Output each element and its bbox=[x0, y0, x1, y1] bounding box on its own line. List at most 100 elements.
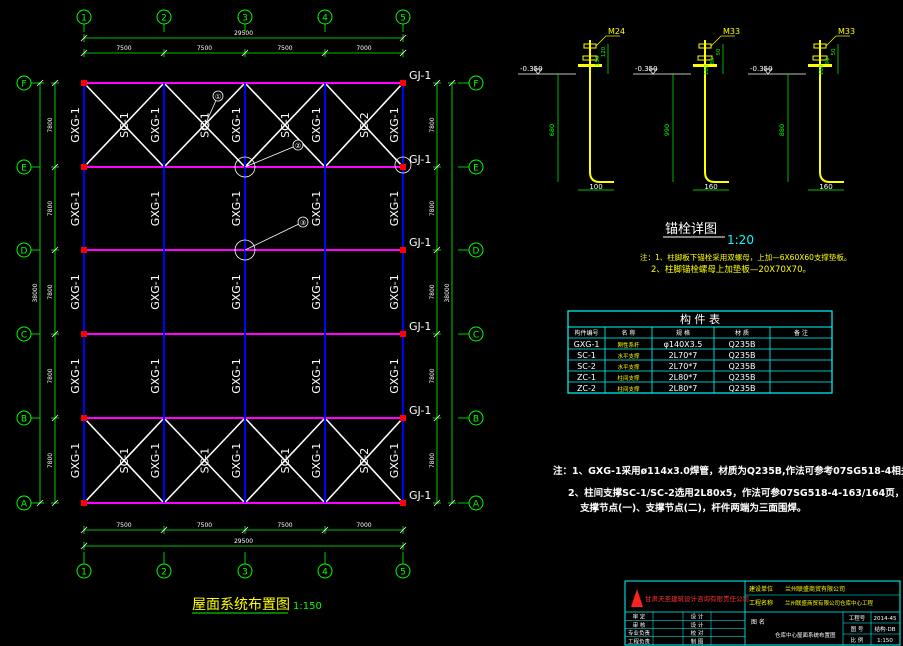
gxg-label: GXG-1 bbox=[310, 274, 323, 310]
table-cell: 柱间支撑 bbox=[617, 374, 640, 382]
bolt-size: M24 bbox=[608, 27, 625, 36]
grid-label-x: 1 bbox=[81, 568, 87, 578]
beam-node bbox=[81, 247, 87, 253]
gj-label: GJ-1 bbox=[409, 320, 431, 333]
brace-member bbox=[324, 82, 404, 168]
gxg-label: GXG-1 bbox=[69, 191, 82, 227]
callout-leader bbox=[244, 221, 304, 251]
meta-value: 结构-DB bbox=[875, 625, 896, 633]
gxg-label: GXG-1 bbox=[149, 107, 162, 143]
gj-label: GJ-1 bbox=[409, 489, 431, 502]
sc1-label: SC-1 bbox=[199, 448, 212, 474]
meta-label: 图 号 bbox=[851, 625, 864, 633]
dimension-text: 7000 bbox=[356, 45, 371, 52]
table-cell: Q235B bbox=[728, 373, 755, 382]
anchor-dim: 180 bbox=[704, 64, 710, 75]
grid-label-x: 5 bbox=[400, 568, 406, 578]
beam-node bbox=[400, 80, 406, 86]
hook-length: 160 bbox=[819, 183, 832, 191]
elevation-text: -0.350 bbox=[520, 65, 543, 73]
brace-member bbox=[324, 417, 404, 504]
gxg-label: GXG-1 bbox=[388, 358, 401, 394]
table-title: 构 件 表 bbox=[680, 312, 720, 326]
elevation-text: -0.350 bbox=[635, 65, 658, 73]
beam-node bbox=[400, 500, 406, 506]
gxg-label: GXG-1 bbox=[388, 191, 401, 227]
dimension-total-text: 38000 bbox=[444, 283, 451, 302]
anchor-depth: 680 bbox=[548, 124, 556, 136]
meta-label: 工程号 bbox=[849, 614, 866, 622]
client-name: 兰州联盛商贸有限公司 bbox=[785, 585, 845, 593]
table-cell: 2L80*7 bbox=[669, 373, 698, 382]
sign-label: 审 定 bbox=[633, 613, 646, 621]
anchor-title: 锚栓详图 bbox=[665, 222, 717, 237]
gxg-label: GXG-1 bbox=[310, 443, 323, 479]
beam-node bbox=[81, 80, 87, 86]
table-header: 名 称 bbox=[622, 329, 636, 337]
company-logo bbox=[631, 589, 643, 607]
grid-label-y: F bbox=[21, 80, 26, 90]
dimension-text: 7500 bbox=[116, 522, 131, 529]
dimension-text: 7800 bbox=[429, 368, 436, 383]
grid-label-y: B bbox=[21, 415, 27, 425]
grid-label-x: 1 bbox=[81, 14, 87, 24]
table-cell: SC-2 bbox=[577, 362, 596, 371]
gxg-label: GXG-1 bbox=[388, 107, 401, 143]
grid-label-x: 5 bbox=[400, 14, 406, 24]
meta-value: 2014-45 bbox=[874, 616, 897, 622]
callout-number: ② bbox=[295, 142, 301, 150]
dimension-text: 7500 bbox=[277, 45, 292, 52]
table-cell: φ140X3.5 bbox=[664, 340, 703, 349]
sc1-label: SC-1 bbox=[118, 448, 131, 474]
gxg-label: GXG-1 bbox=[69, 358, 82, 394]
anchor-note-2: 2、柱脚锚栓螺母上加垫板—20X70X70。 bbox=[651, 264, 811, 275]
table-cell: 柱间支撑 bbox=[617, 385, 640, 393]
callout-bubble bbox=[297, 216, 309, 228]
elevation-text: -0.350 bbox=[750, 65, 773, 73]
plan-scale: 1:150 bbox=[293, 601, 322, 612]
anchor-depth: 880 bbox=[778, 124, 786, 136]
dimension-text: 7500 bbox=[116, 45, 131, 52]
sign-label: 制 图 bbox=[691, 637, 704, 645]
gxg-label: GXG-1 bbox=[230, 358, 243, 394]
table-cell: 2L70*7 bbox=[669, 362, 698, 371]
gxg-label: GXG-1 bbox=[310, 191, 323, 227]
beam-node bbox=[400, 331, 406, 337]
table-header: 构件编号 bbox=[574, 329, 598, 337]
dimension-text: 7500 bbox=[197, 522, 212, 529]
brace-member bbox=[83, 417, 165, 504]
meta-label: 比 例 bbox=[851, 636, 864, 644]
note-line-2: 2、柱间支撑SC-1/SC-2选用2L80x5，作法可参07SG518-4-16… bbox=[568, 487, 903, 499]
bolt-size: M33 bbox=[838, 27, 855, 36]
table-cell: 刚性系杆 bbox=[617, 341, 640, 349]
drawing-label: 图 名 bbox=[751, 618, 765, 626]
table-header: 规 格 bbox=[676, 329, 690, 337]
dimension-text: 7800 bbox=[47, 284, 54, 299]
table-header: 材 质 bbox=[735, 329, 749, 337]
table-cell: Q235B bbox=[728, 340, 755, 349]
brace-member bbox=[244, 82, 326, 168]
gj-label: GJ-1 bbox=[409, 404, 431, 417]
table-cell: Q235B bbox=[728, 362, 755, 371]
table-cell: ZC-1 bbox=[577, 373, 596, 382]
dimension-text: 7500 bbox=[277, 522, 292, 529]
anchor-depth: 990 bbox=[663, 124, 671, 136]
table-cell: 水平支撑 bbox=[617, 363, 640, 371]
beam-node bbox=[400, 164, 406, 170]
grid-label-x: 4 bbox=[322, 568, 328, 578]
grid-label-y: E bbox=[21, 164, 27, 174]
gxg-label: GXG-1 bbox=[230, 274, 243, 310]
table-row: SC-2 水平支撑 2L70*7 Q235B bbox=[577, 362, 755, 371]
grid-label-y: B bbox=[473, 415, 479, 425]
brace-member bbox=[163, 417, 246, 504]
gxg-label: GXG-1 bbox=[149, 358, 162, 394]
sign-label: 设 计 bbox=[691, 621, 704, 629]
sc2-label: SC-2 bbox=[358, 448, 371, 474]
dimension-text: 7000 bbox=[356, 522, 371, 529]
sc2-label: SC-2 bbox=[358, 112, 371, 138]
beam-node bbox=[400, 247, 406, 253]
project-label: 工程名称 bbox=[749, 599, 773, 607]
